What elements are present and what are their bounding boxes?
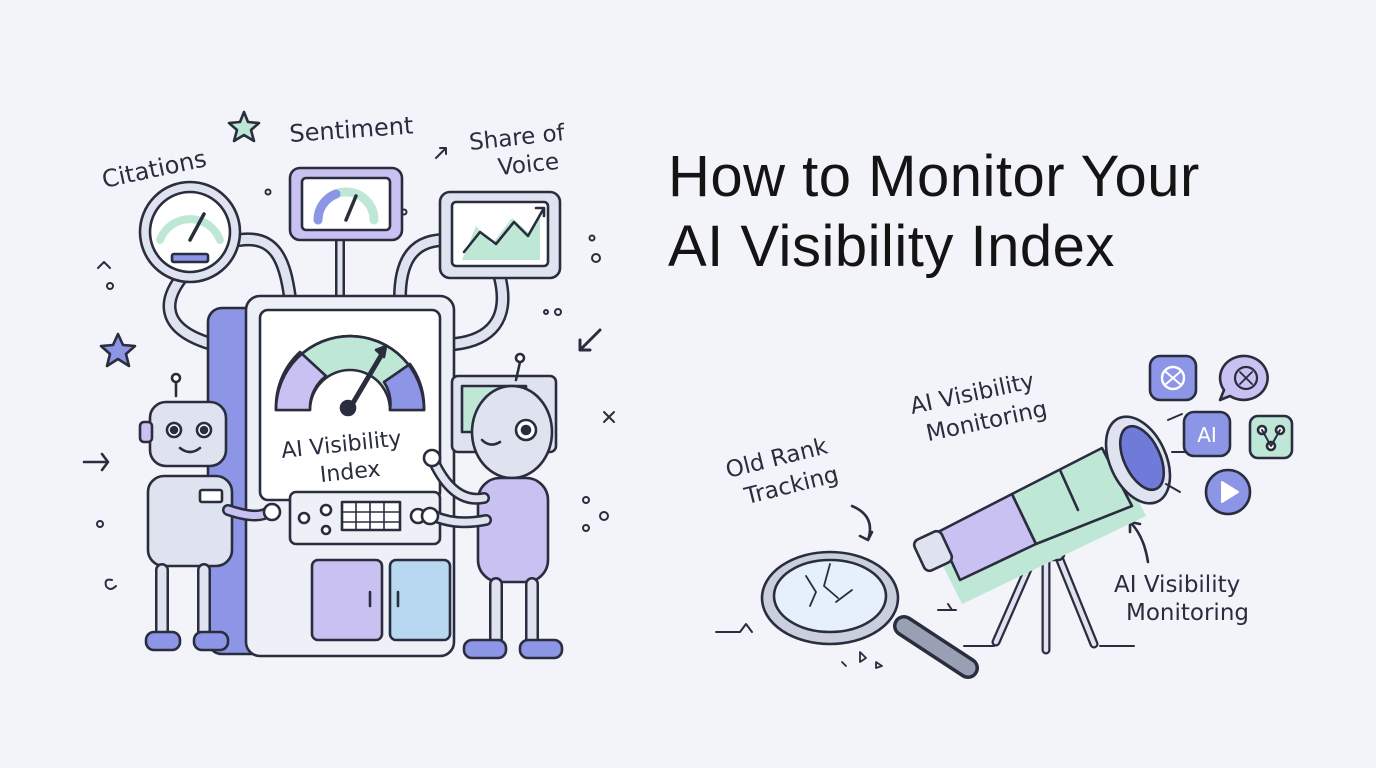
page-title: How to Monitor Your AI Visibility Index [668,142,1358,282]
arrow-icon [435,147,447,159]
sentiment-monitor [288,166,404,242]
ai-visibility-monitoring-label-top: AI Visibility Monitoring [908,367,1050,450]
share-of-voice-label: Share of Voice [468,119,576,183]
citations-gauge [138,180,242,284]
old-rank-tracking-label: Old Rank Tracking [723,432,844,513]
ai-visibility-monitoring-label-bottom: AI Visibility Monitoring [1114,572,1249,626]
openai-chat-icon [1218,354,1269,402]
play-icon [1204,468,1252,516]
star-icon [227,110,261,143]
star-icon [99,332,137,368]
openai-icon [1148,354,1198,402]
arrow-icon [82,452,110,472]
robot-right [420,352,564,660]
network-icon [1248,414,1294,460]
page-title-line-2: AI Visibility Index [668,214,1115,279]
cracked-magnifier-icon [715,550,979,679]
page-title-line-1: How to Monitor Your [668,144,1200,209]
arrow-icon [578,328,602,352]
sentiment-label: Sentiment [288,111,414,148]
arrow-icon [850,504,874,542]
ai-badge-label: AI [1197,423,1217,447]
ai-platform-badges [1148,354,1294,516]
telescope-icon [912,413,1189,604]
robot-left [138,372,282,652]
ai-icon [1182,410,1232,458]
share-of-voice-monitor [438,190,562,280]
visibility-machine [206,294,456,658]
arrow-icon [1128,520,1150,564]
